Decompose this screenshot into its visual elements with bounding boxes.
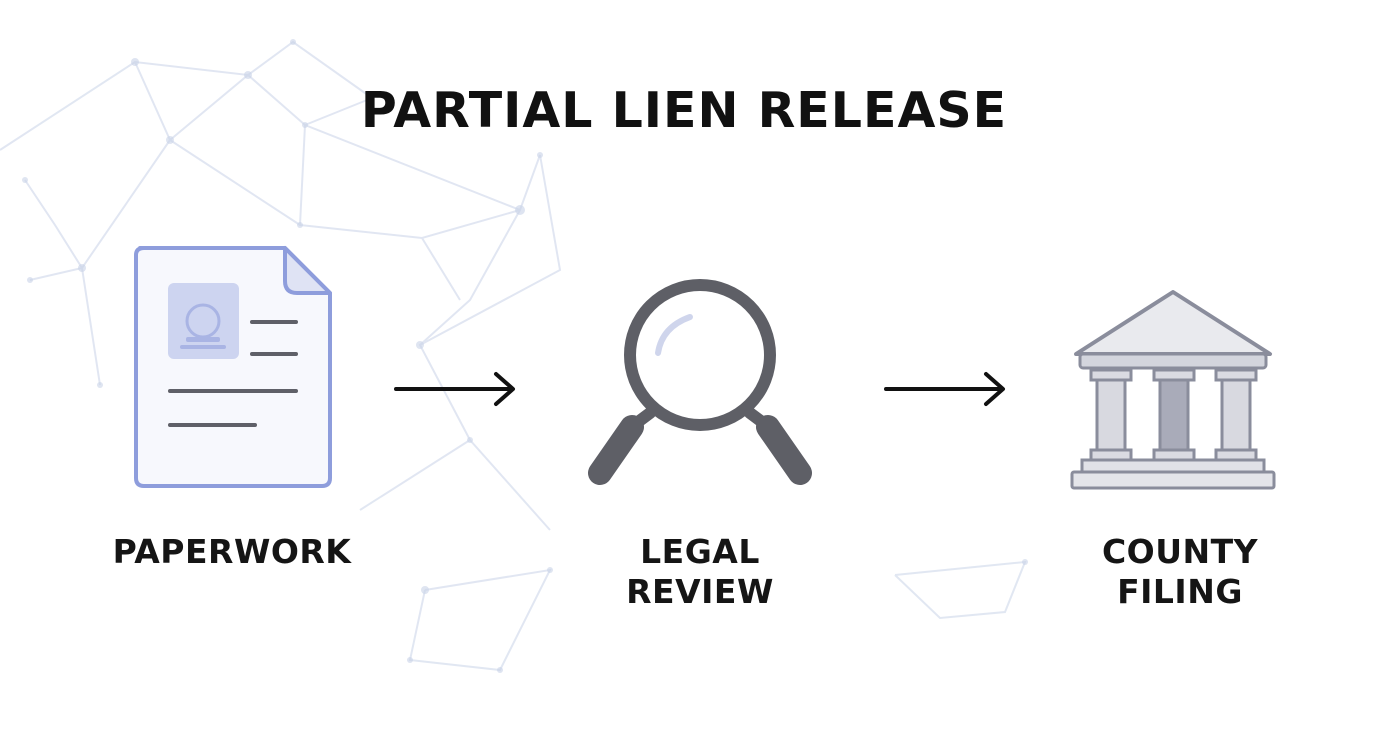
label-line: PAPERWORK bbox=[112, 532, 352, 571]
step-label-paperwork: PAPERWORK bbox=[92, 532, 372, 572]
right-arrow-icon bbox=[884, 372, 1005, 406]
courthouse-icon bbox=[1070, 290, 1276, 490]
label-line: REVIEW bbox=[626, 572, 774, 611]
magnifier-icon bbox=[588, 279, 812, 485]
label-line: FILING bbox=[1117, 572, 1243, 611]
diagram-title: PARTIAL LIEN RELEASE bbox=[360, 82, 1008, 139]
label-line: LEGAL bbox=[640, 532, 760, 571]
label-line: COUNTY bbox=[1101, 532, 1259, 571]
step-label-legal-review: LEGAL REVIEW bbox=[560, 532, 840, 612]
step-label-county-filing: COUNTY FILING bbox=[1040, 532, 1320, 612]
right-arrow-icon bbox=[394, 372, 515, 406]
document-icon bbox=[134, 246, 332, 488]
